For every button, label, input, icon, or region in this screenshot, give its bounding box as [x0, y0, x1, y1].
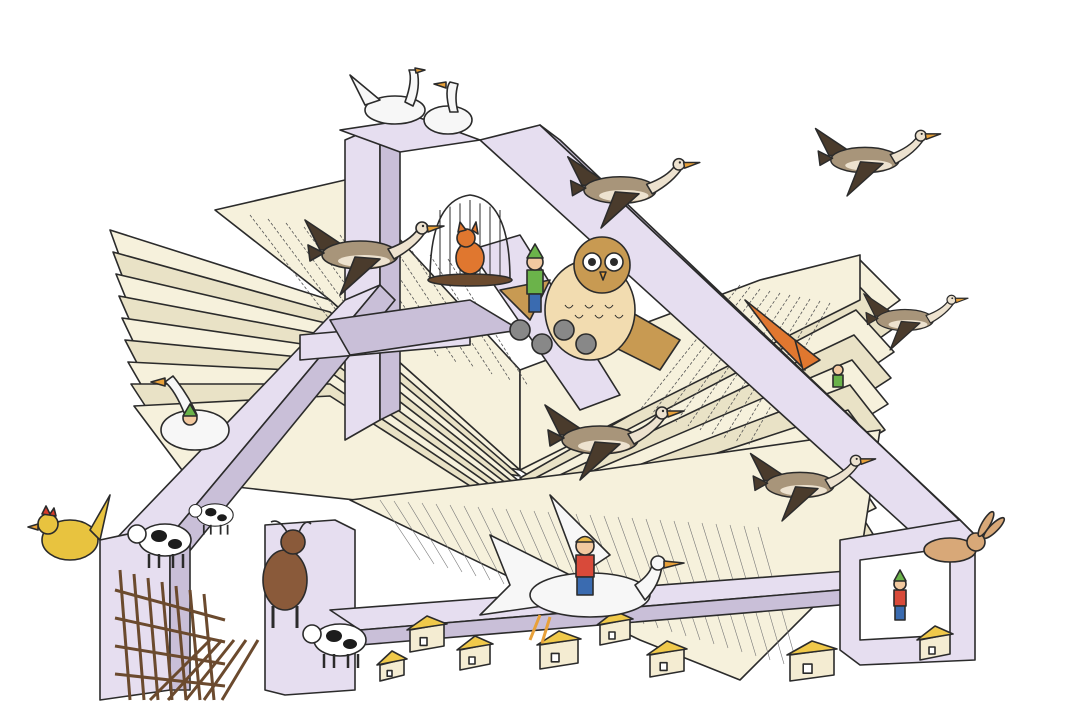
fox [455, 221, 485, 275]
elf [832, 364, 844, 388]
fence-slat [220, 639, 260, 701]
fence-slat [166, 638, 224, 702]
book-text-line [267, 218, 349, 327]
owl [499, 236, 681, 371]
small-house [536, 630, 582, 670]
small-house [406, 615, 448, 653]
small-house [786, 640, 838, 682]
white-goose [423, 81, 473, 135]
white-goose [150, 375, 230, 451]
fence-slat [184, 639, 236, 701]
rabbit [923, 510, 1006, 563]
book-edge-hatch [407, 501, 449, 569]
fence-slat [148, 638, 212, 702]
boy-riding-owl [526, 243, 544, 313]
animals-layer [27, 67, 1006, 668]
book-edge-hatch [379, 499, 421, 561]
flying-goose [749, 452, 877, 522]
wooden-fence [114, 569, 260, 702]
book-edge-hatch [449, 504, 491, 581]
book-edge-hatch [659, 519, 701, 641]
goat [262, 520, 312, 628]
book-edge-hatch [421, 502, 463, 573]
small-house [376, 650, 408, 682]
flying-geese-layer [304, 127, 969, 522]
fence-rail [114, 588, 226, 622]
fox [744, 299, 821, 371]
book-text-line [375, 242, 457, 363]
white-goose [349, 67, 426, 125]
fence-rail [114, 644, 226, 666]
cow [302, 623, 367, 668]
fence-rail [114, 616, 226, 644]
book-text-line [249, 214, 331, 321]
elf [893, 569, 907, 621]
boy-riding-goose [479, 494, 685, 644]
fence-post [202, 593, 216, 701]
flying-goose [814, 127, 942, 197]
small-house [456, 635, 494, 671]
flying-goose [544, 404, 685, 481]
fence-slat [202, 639, 248, 701]
bird-cage [427, 194, 513, 287]
book-edge-hatch [393, 500, 435, 565]
book-edge-hatch [463, 505, 505, 585]
cow [188, 503, 234, 535]
small-houses [376, 610, 954, 682]
small-house [596, 610, 634, 646]
structure-pillar-side [379, 124, 401, 421]
small-house [646, 640, 688, 678]
flying-goose [304, 219, 445, 296]
book-text-line [663, 288, 761, 419]
rooster [27, 494, 111, 561]
cow [127, 523, 192, 568]
small-house [916, 625, 954, 661]
book-edge-hatch [435, 503, 477, 577]
book-text-line [411, 250, 493, 375]
boy [575, 535, 595, 596]
flying-goose [566, 155, 701, 229]
flying-goose [863, 293, 969, 351]
